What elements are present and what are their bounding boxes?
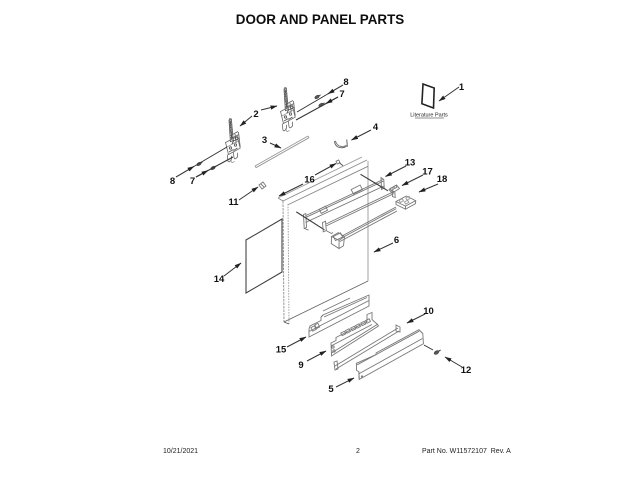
- svg-text:7: 7: [190, 176, 195, 187]
- svg-text:7: 7: [339, 89, 344, 100]
- svg-text:10/21/2021: 10/21/2021: [163, 448, 198, 455]
- svg-text:9: 9: [298, 360, 303, 371]
- svg-text:Literature Parts: Literature Parts: [410, 113, 448, 119]
- svg-text:17: 17: [422, 167, 433, 178]
- svg-text:3: 3: [262, 135, 267, 146]
- svg-text:6: 6: [394, 235, 399, 246]
- svg-text:8: 8: [170, 176, 175, 187]
- svg-text:16: 16: [304, 175, 315, 186]
- svg-text:DOOR AND PANEL PARTS: DOOR AND PANEL PARTS: [236, 12, 404, 27]
- svg-text:1: 1: [459, 82, 465, 93]
- svg-text:Part No. W11572107 Rev. A: Part No. W11572107 Rev. A: [422, 448, 511, 455]
- svg-text:11: 11: [228, 197, 239, 208]
- svg-text:10: 10: [423, 306, 434, 317]
- svg-text:2: 2: [356, 448, 360, 455]
- svg-text:13: 13: [405, 158, 416, 169]
- svg-text:2: 2: [253, 109, 258, 120]
- svg-text:18: 18: [437, 174, 448, 185]
- svg-text:12: 12: [461, 365, 472, 376]
- svg-text:4: 4: [373, 122, 379, 133]
- svg-text:15: 15: [276, 345, 287, 356]
- svg-text:5: 5: [328, 384, 334, 395]
- svg-text:14: 14: [214, 274, 225, 285]
- svg-text:8: 8: [343, 77, 348, 88]
